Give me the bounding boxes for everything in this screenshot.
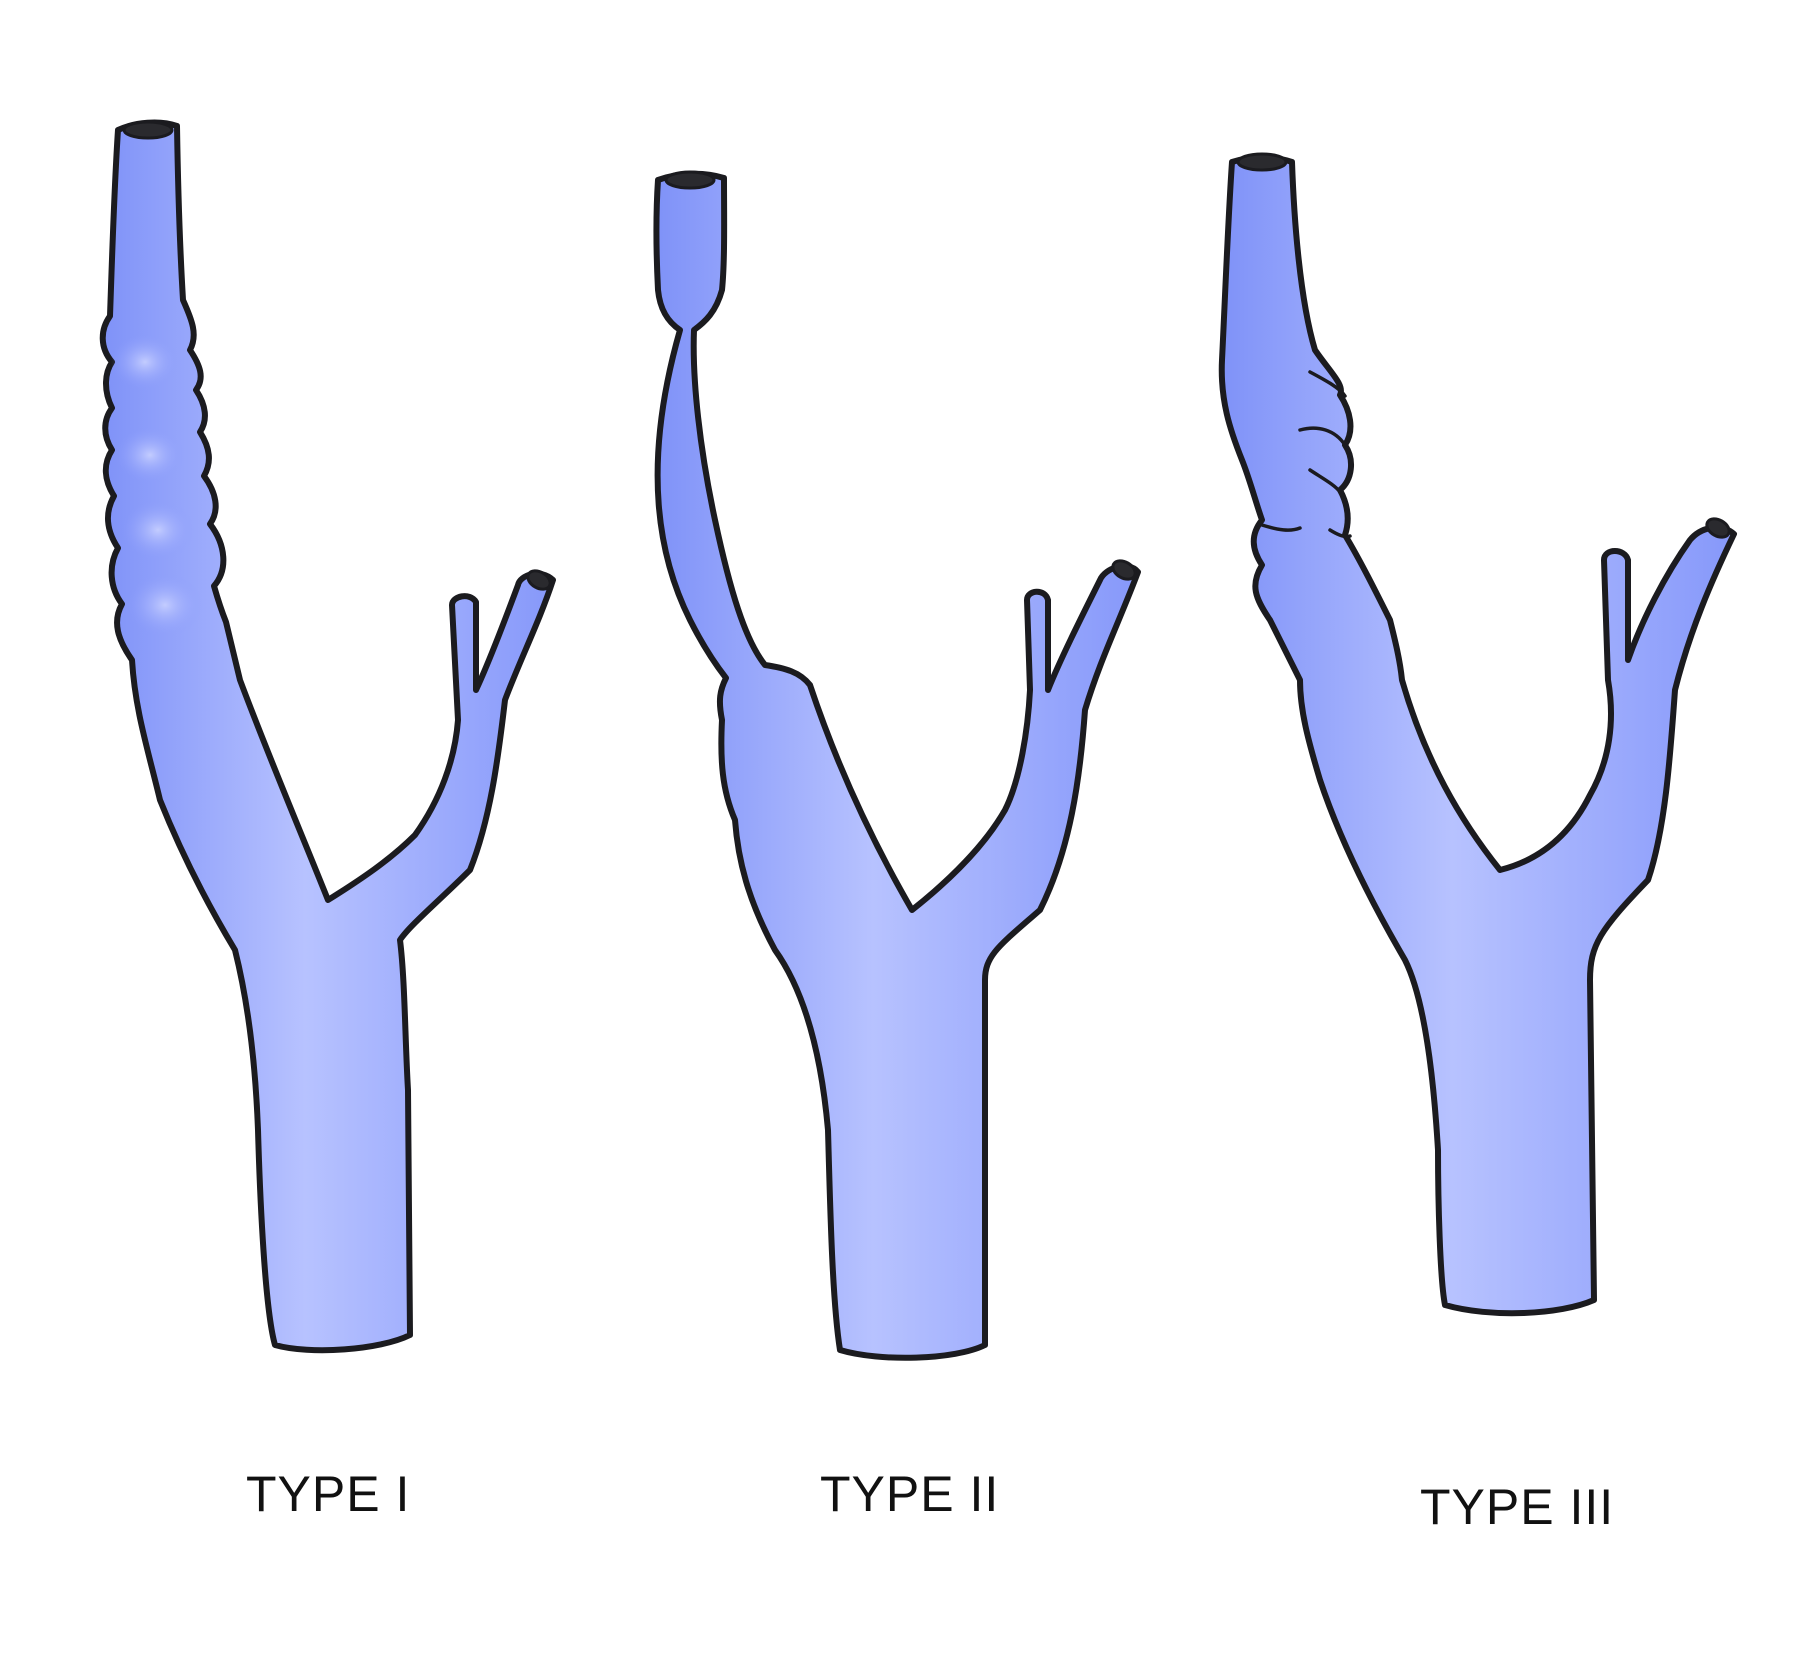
bead bbox=[122, 500, 194, 560]
vessel-type-2 bbox=[653, 170, 1141, 1361]
vessel-type-2-opening bbox=[664, 170, 716, 190]
diverticulum-fold bbox=[1260, 523, 1302, 532]
bead bbox=[127, 573, 203, 637]
vessel-type-3-opening bbox=[1236, 152, 1288, 172]
label-type-1: TYPE I bbox=[246, 1466, 411, 1522]
vessel-type-3 bbox=[1218, 152, 1737, 1317]
vessel-type-1-body bbox=[99, 119, 556, 1354]
label-type-3: TYPE III bbox=[1420, 1479, 1615, 1535]
vessel-type-1 bbox=[99, 119, 556, 1354]
vessel-type-1-beads bbox=[111, 334, 203, 637]
vessel-type-1-branch-opening bbox=[526, 569, 552, 591]
vessel-type-3-body bbox=[1218, 154, 1737, 1317]
vessel-type-2-branch-opening bbox=[1111, 559, 1137, 581]
vessel-type-3-branch-opening bbox=[1705, 517, 1731, 539]
bead bbox=[116, 427, 184, 483]
diverticulum-fold bbox=[1298, 426, 1347, 447]
bead bbox=[111, 334, 179, 390]
vessel-type-1-opening bbox=[122, 120, 174, 140]
vessel-type-2-body bbox=[653, 170, 1141, 1361]
label-type-2: TYPE II bbox=[820, 1466, 1000, 1522]
diverticulum-fold bbox=[1328, 528, 1352, 539]
diverticulum-fold bbox=[1308, 468, 1342, 494]
diverticulum-fold bbox=[1308, 370, 1347, 398]
